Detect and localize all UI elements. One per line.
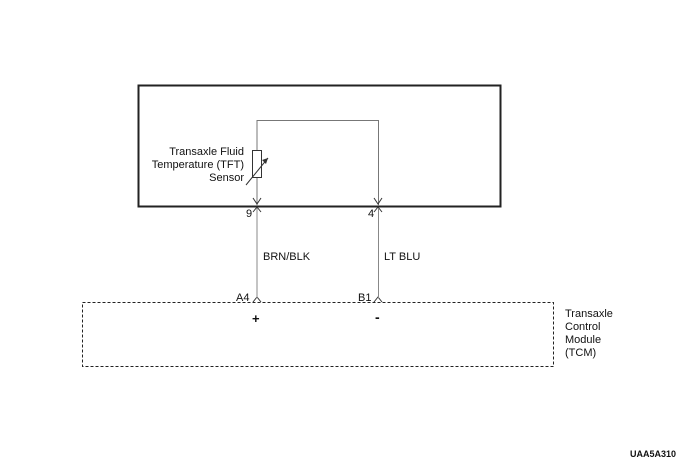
tcm-label-line: Control	[565, 321, 601, 333]
sensor-circuit	[256, 120, 379, 206]
sensor-housing-box	[137, 84, 502, 208]
tcm-pin-a4: A4	[236, 292, 250, 304]
sensor-label-line: Transaxle Fluid	[169, 146, 244, 158]
tcm-pin-b1: B1	[358, 292, 372, 304]
sensor-label: Transaxle Fluid Temperature (TFT) Sensor	[152, 146, 244, 185]
polarity-negative: -	[375, 309, 380, 325]
wire-color-left: BRN/BLK	[263, 251, 311, 263]
connector-symbols	[252, 197, 383, 303]
polarity-positive: +	[252, 311, 260, 326]
thermistor-arrow	[245, 157, 269, 186]
tcm-label-line: Module	[565, 334, 602, 346]
sensor-label-line: Sensor	[209, 172, 244, 184]
wire-color-right: LT BLU	[384, 251, 421, 263]
tcm-box	[82, 302, 554, 367]
tcm-label-line: Transaxle	[565, 308, 613, 320]
tcm-label-line: (TCM)	[565, 347, 597, 359]
thermistor-symbol	[252, 150, 262, 178]
sensor-pin-9: 9	[246, 208, 253, 220]
figure-id: UAA5A310	[630, 449, 677, 459]
tcm-label: Transaxle Control Module (TCM)	[565, 308, 613, 360]
sensor-pin-4: 4	[368, 208, 375, 220]
sensor-label-line: Temperature (TFT)	[151, 159, 244, 171]
harness-wires	[256, 208, 379, 298]
